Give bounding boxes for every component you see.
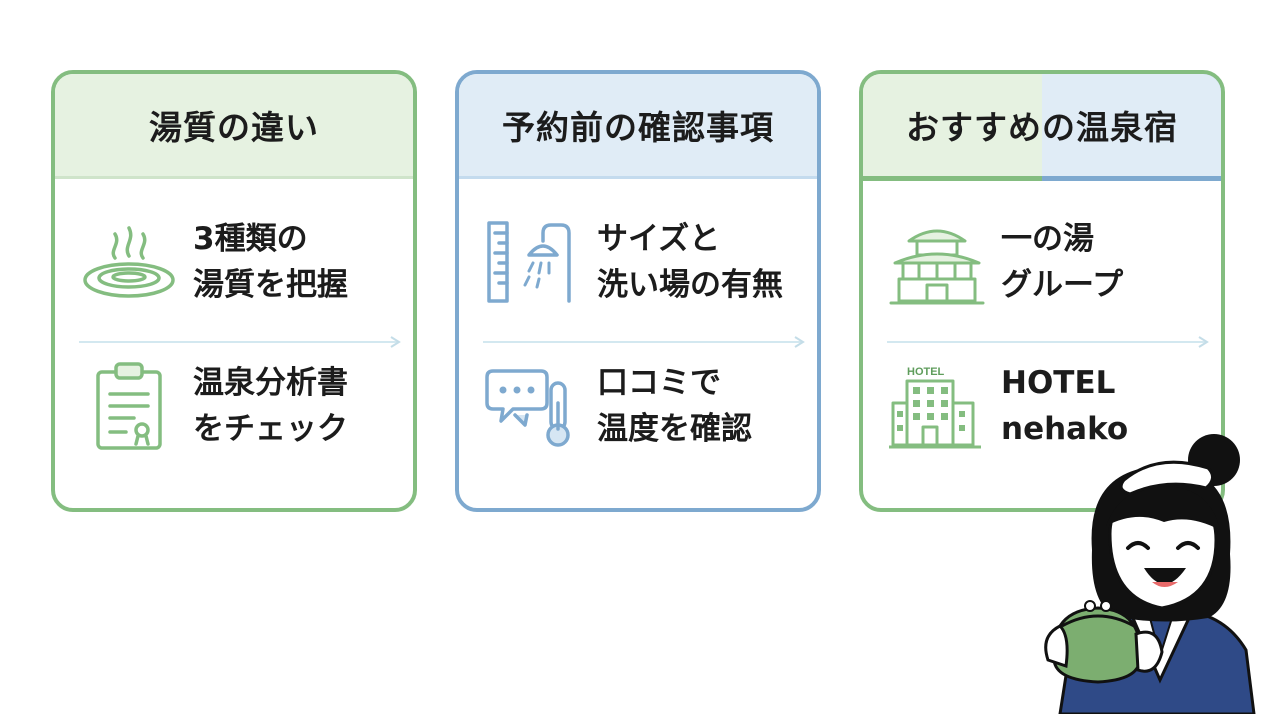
card-title: 湯質の違い [55,74,413,179]
item-line-2: nehako [1001,411,1129,447]
list-item: 一の湯 グループ [863,202,1221,322]
divider-arrow [887,336,1209,348]
item-line-1: 口コミで [597,365,721,401]
list-item: HOTEL HOTEL nehako [863,346,1221,466]
card-title: おすすめの温泉宿 [863,74,1221,181]
japanese-inn-icon [887,212,987,312]
item-line-1: HOTEL [1001,365,1116,401]
hotel-building-icon: HOTEL [887,356,987,456]
item-line-2: 温度を確認 [597,411,752,447]
item-line-2: 洗い場の有無 [597,267,783,303]
card-onsen-quality: 湯質の違い 3種類の 湯質を把握 [51,70,417,512]
divider-arrow [483,336,805,348]
clipboard-certificate-icon [79,356,179,456]
card-title: 予約前の確認事項 [459,74,817,179]
item-line-1: 3種類の [193,221,308,257]
item-line-2: 湯質を把握 [193,267,348,303]
list-item: サイズと 洗い場の有無 [459,202,817,322]
hot-spring-icon [79,212,179,312]
item-line-2: グループ [1001,267,1124,303]
ruler-shower-icon [483,212,583,312]
list-item: 口コミで 温度を確認 [459,346,817,466]
list-item: 温泉分析書 をチェック [55,346,413,466]
divider-arrow [79,336,401,348]
mascot-woman-illustration [1044,434,1256,714]
chat-thermometer-icon [483,356,583,456]
card-recommended-inns: おすすめの温泉宿 一の湯 グループ [859,70,1225,512]
item-line-1: 温泉分析書 [193,365,348,401]
item-line-1: 一の湯 [1001,221,1094,257]
item-line-1: サイズと [597,221,721,257]
list-item: 3種類の 湯質を把握 [55,202,413,322]
item-line-2: をチェック [193,411,348,447]
card-booking-checks: 予約前の確認事項 [455,70,821,512]
hotel-sign: HOTEL [907,366,945,378]
